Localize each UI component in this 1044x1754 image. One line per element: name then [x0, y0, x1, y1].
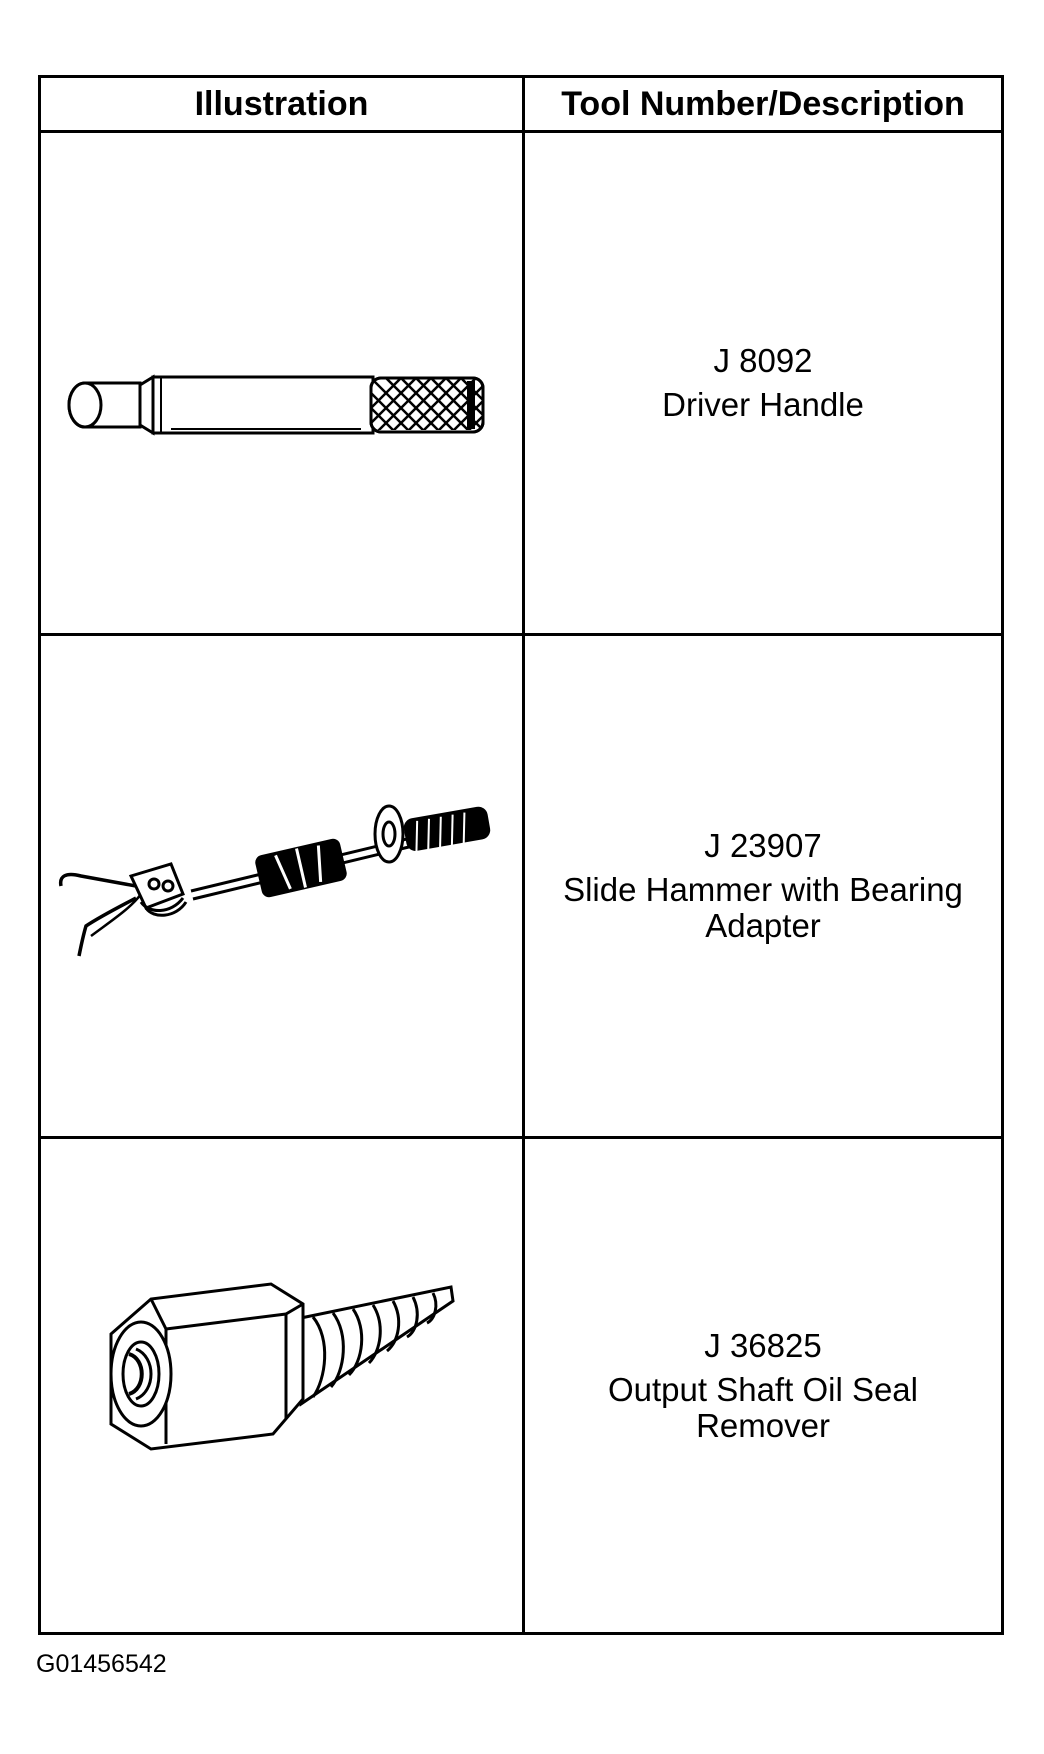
oil-seal-remover-icon: [109, 1282, 455, 1451]
figure-id: G01456542: [36, 1650, 167, 1678]
description-cell: J 8092 Driver Handle: [525, 133, 1001, 633]
tool-number: J 8092: [713, 342, 813, 379]
tool-description: Slide Hammer with Bearing Adapter: [563, 871, 963, 944]
description-cell: J 36825 Output Shaft Oil Seal Remover: [525, 1139, 1001, 1632]
table-row: J 36825 Output Shaft Oil Seal Remover: [41, 1139, 1001, 1632]
table-row: J 23907 Slide Hammer with Bearing Adapte…: [41, 636, 1001, 1139]
driver-handle-icon: [67, 374, 485, 436]
column-divider: [522, 78, 525, 1632]
table-header: Illustration Tool Number/Description: [41, 78, 1001, 133]
illustration-cell: [41, 1139, 522, 1632]
tool-table: Illustration Tool Number/Description: [38, 75, 1004, 1635]
description-cell: J 23907 Slide Hammer with Bearing Adapte…: [525, 636, 1001, 1136]
table-row: J 8092 Driver Handle: [41, 133, 1001, 636]
tool-description: Driver Handle: [662, 386, 864, 423]
header-illustration: Illustration: [194, 85, 369, 123]
tool-number: J 36825: [704, 1326, 822, 1364]
header-tool-number-description: Tool Number/Description: [561, 85, 965, 123]
slide-hammer-icon: [58, 804, 491, 957]
tool-description: Output Shaft Oil Seal Remover: [607, 1370, 918, 1444]
illustration-cell: [41, 133, 522, 633]
tool-number: J 23907: [704, 827, 822, 864]
illustration-cell: [41, 636, 522, 1136]
